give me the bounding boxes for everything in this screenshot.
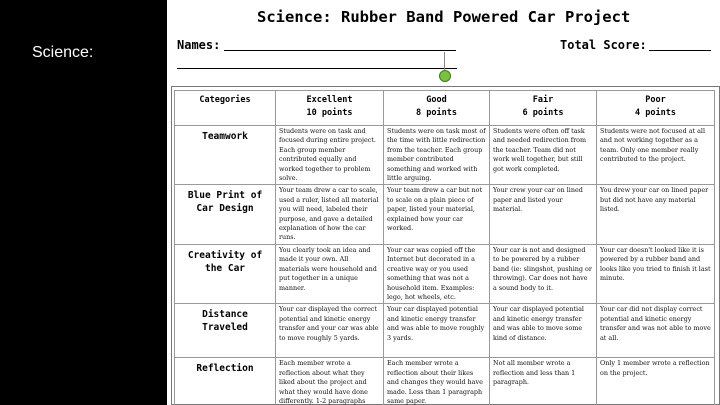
category-cell: Creativity of the Car bbox=[174, 243, 276, 305]
header-label: Excellent bbox=[306, 95, 353, 105]
header-points: 4 points bbox=[635, 108, 676, 118]
table-row: Teamwork Students were on task and focus… bbox=[174, 124, 715, 186]
header-label: Fair bbox=[532, 95, 554, 105]
header-cell: Fair 6 points bbox=[489, 90, 597, 126]
category-cell: Blue Print of Car Design bbox=[174, 184, 276, 245]
header-label: Poor bbox=[645, 95, 666, 105]
criteria-cell: Students were on task most of the time w… bbox=[383, 124, 490, 186]
criteria-cell: Students were often off task and needed … bbox=[489, 124, 597, 186]
embedded-document: Science: Rubber Band Powered Car Project… bbox=[167, 0, 720, 405]
criteria-cell: Not all member wrote a reflection and le… bbox=[489, 357, 597, 405]
criteria-cell: You drew your car on lined paper but did… bbox=[596, 184, 715, 245]
criteria-cell: Your car displayed potential and kinetic… bbox=[383, 303, 490, 359]
header-cell: Poor 4 points bbox=[596, 90, 715, 126]
document-title: Science: Rubber Band Powered Car Project bbox=[257, 8, 631, 26]
rotate-handle-icon[interactable] bbox=[439, 70, 451, 82]
criteria-cell: Your team drew a car to scale, used a ru… bbox=[275, 184, 384, 245]
criteria-cell: Your car doesn't looked like it is power… bbox=[596, 243, 715, 305]
header-cell: Excellent 10 points bbox=[275, 90, 384, 126]
criteria-cell: Students were not focused at all and not… bbox=[596, 124, 715, 186]
header-cell: Categories bbox=[174, 90, 276, 126]
slide-title: Science: bbox=[32, 44, 94, 61]
criteria-cell: Students were on task and focused during… bbox=[275, 124, 384, 186]
criteria-cell: Your car displayed potential and kinetic… bbox=[489, 303, 597, 359]
table-row: Reflection Each member wrote a reflectio… bbox=[174, 357, 715, 405]
criteria-cell: Your car did not display correct potenti… bbox=[596, 303, 715, 359]
table-row: Creativity of the Car You clearly took a… bbox=[174, 243, 715, 305]
header-points: 8 points bbox=[416, 108, 457, 118]
header-points: 10 points bbox=[306, 108, 353, 118]
criteria-cell: Each member wrote a reflection about wha… bbox=[275, 357, 384, 405]
category-cell: Teamwork bbox=[174, 124, 276, 186]
criteria-cell: Your team drew a car but not to scale on… bbox=[383, 184, 490, 245]
divider bbox=[163, 0, 167, 405]
criteria-cell: Your car displayed the correct potential… bbox=[275, 303, 384, 359]
criteria-cell: Each member wrote a reflection about the… bbox=[383, 357, 490, 405]
names-blank-line bbox=[224, 50, 456, 51]
header-points: 6 points bbox=[522, 108, 564, 118]
category-cell: Reflection bbox=[174, 357, 276, 405]
criteria-cell: Your car is not and designed to be power… bbox=[489, 243, 597, 305]
criteria-cell: You clearly took an idea and made it you… bbox=[275, 243, 384, 305]
criteria-cell: Only 1 member wrote a reflection on the … bbox=[596, 357, 715, 405]
names-blank-line-2 bbox=[177, 68, 457, 69]
header-label: Categories bbox=[199, 95, 251, 105]
rubric-table: Categories Excellent 10 points Good 8 poin… bbox=[174, 90, 715, 405]
header-cell: Good 8 points bbox=[383, 90, 490, 126]
total-score-blank-line bbox=[649, 50, 711, 51]
selection-handle-stem bbox=[444, 52, 445, 72]
total-score-label: Total Score: bbox=[560, 38, 647, 52]
table-row: Distance Traveled Your car displayed the… bbox=[174, 303, 715, 359]
rubric-header-row: Categories Excellent 10 points Good 8 poin… bbox=[174, 90, 715, 126]
criteria-cell: Your car was copied off the Internet but… bbox=[383, 243, 490, 305]
category-cell: Distance Traveled bbox=[174, 303, 276, 359]
names-label: Names: bbox=[177, 38, 221, 52]
header-label: Good bbox=[426, 95, 447, 105]
criteria-cell: Your crew your car on lined paper and li… bbox=[489, 184, 597, 245]
table-row: Blue Print of Car Design Your team drew … bbox=[174, 184, 715, 245]
